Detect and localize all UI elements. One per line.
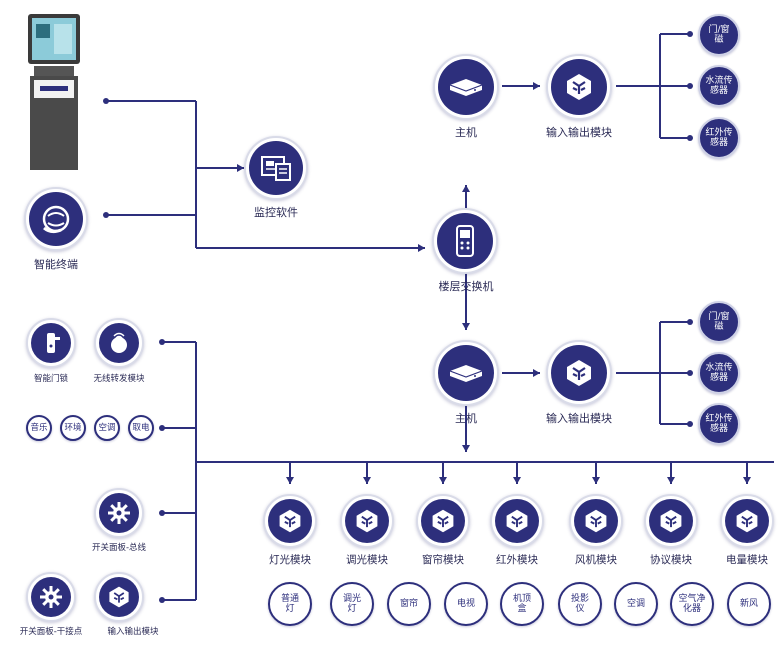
service-ac[interactable]: 空调 (94, 415, 120, 441)
device-4[interactable]: 机顶 盒 (500, 582, 544, 626)
io-mid-node[interactable] (546, 340, 612, 406)
module-node-4[interactable] (569, 494, 623, 548)
kiosk-terminal-icon (26, 12, 82, 172)
infrared-sensor-mid[interactable]: 红外传 感器 (698, 403, 740, 445)
water-flow-sensor-mid[interactable]: 水流传 感器 (698, 352, 740, 394)
io-module-icon (268, 499, 312, 543)
switch-panel-bus-node[interactable] (94, 488, 144, 538)
wireless-relay-node[interactable] (94, 318, 144, 368)
io-module-icon (725, 499, 769, 543)
host-top-node[interactable] (433, 54, 499, 120)
io-module-icon (345, 499, 389, 543)
module-node-2[interactable] (416, 494, 470, 548)
service-power[interactable]: 取电 (128, 415, 154, 441)
device-3[interactable]: 电视 (444, 582, 488, 626)
module-node-3[interactable] (490, 494, 544, 548)
module-node-5[interactable] (644, 494, 698, 548)
door-window-sensor-top[interactable]: 门/窗 磁 (698, 14, 740, 56)
service-music[interactable]: 音乐 (26, 415, 52, 441)
io-module-icon (99, 577, 139, 617)
io-bottom-label: 输入输出模块 (107, 627, 159, 637)
io-module-icon (574, 499, 618, 543)
module-label-6: 电量模块 (726, 554, 768, 566)
monitor-software-node[interactable] (244, 136, 308, 200)
device-8[interactable]: 新风 (727, 582, 771, 626)
monitor-software-label: 监控软件 (254, 206, 298, 219)
device-5[interactable]: 投影 仪 (558, 582, 602, 626)
floor-switch-label: 楼层交换机 (438, 280, 494, 293)
module-label-5: 协议模块 (650, 554, 692, 566)
io-module-icon (551, 59, 607, 115)
device-0[interactable]: 普通 灯 (268, 582, 312, 626)
globe-hand-icon (29, 192, 83, 246)
floor-switch-node[interactable] (432, 208, 498, 274)
io-module-icon (551, 345, 607, 401)
io-module-icon (421, 499, 465, 543)
module-label-2: 窗帘模块 (422, 554, 464, 566)
gear-icon (31, 577, 71, 617)
door-lock-icon (31, 323, 71, 363)
gear-icon (99, 493, 139, 533)
io-module-icon (495, 499, 539, 543)
host-mid-label: 主机 (455, 412, 477, 425)
wireless-relay-label: 无线转发模块 (93, 374, 145, 384)
wireless-relay-icon (99, 323, 139, 363)
module-node-1[interactable] (340, 494, 394, 548)
module-node-0[interactable] (263, 494, 317, 548)
smart-terminal-label: 智能终端 (34, 258, 78, 271)
switch-panel-dry-node[interactable] (26, 572, 76, 622)
device-2[interactable]: 窗帘 (387, 582, 431, 626)
switch-device-icon (437, 213, 493, 269)
switch-panel-dry-label: 开关面板-干接点 (19, 627, 83, 637)
host-router-icon (438, 59, 494, 115)
water-flow-sensor-top[interactable]: 水流传 感器 (698, 65, 740, 107)
io-module-icon (649, 499, 693, 543)
host-top-label: 主机 (455, 126, 477, 139)
io-mid-label: 输入输出模块 (546, 412, 612, 425)
io-top-label: 输入输出模块 (546, 126, 612, 139)
monitor-software-icon (249, 141, 303, 195)
device-7[interactable]: 空气净 化器 (670, 582, 714, 626)
host-router-icon (438, 345, 494, 401)
smart-terminal-node[interactable] (24, 187, 88, 251)
door-lock-label: 智能门锁 (33, 374, 69, 384)
module-label-3: 红外模块 (496, 554, 538, 566)
door-window-sensor-mid[interactable]: 门/窗 磁 (698, 301, 740, 343)
device-1[interactable]: 调光 灯 (330, 582, 374, 626)
switch-panel-bus-label: 开关面板-总线 (91, 543, 147, 553)
device-6[interactable]: 空调 (614, 582, 658, 626)
module-label-1: 调光模块 (346, 554, 388, 566)
service-environment[interactable]: 环境 (60, 415, 86, 441)
door-lock-node[interactable] (26, 318, 76, 368)
io-top-node[interactable] (546, 54, 612, 120)
module-node-6[interactable] (720, 494, 774, 548)
module-label-4: 风机模块 (575, 554, 617, 566)
host-mid-node[interactable] (433, 340, 499, 406)
module-label-0: 灯光模块 (269, 554, 311, 566)
infrared-sensor-top[interactable]: 红外传 感器 (698, 117, 740, 159)
io-bottom-node[interactable] (94, 572, 144, 622)
